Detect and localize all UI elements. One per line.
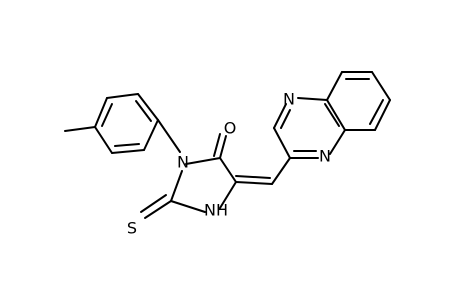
tolyl-bond-3 (143, 119, 159, 151)
qx-n4-c4a-bond (297, 97, 328, 101)
tolyl-bond-5 (94, 126, 113, 154)
tolyl-bond-4-inner (114, 143, 140, 147)
qx-c4a-c5-bond (326, 71, 343, 101)
qx-c8a-n1-bond (329, 129, 346, 155)
tolyl-bond-1 (106, 93, 139, 99)
carbonyl-bond-b (213, 133, 221, 157)
tolyl-bond-6-inner (101, 103, 113, 127)
n3-c4-bond (185, 157, 221, 165)
thione-bond-b (140, 194, 167, 213)
vinyl-quinoxaline-bond (271, 157, 291, 185)
qx-c4a-c8a-bond (326, 99, 346, 131)
atom-labels: O N NH S N N (127, 90, 331, 238)
bonds (64, 71, 391, 219)
thione-bond-a (144, 200, 172, 219)
tolyl-bond-4 (111, 149, 145, 154)
exocyclic-bond-a (235, 181, 273, 185)
tolyl-bond-6 (94, 97, 108, 128)
n1-c2-bond (170, 200, 206, 213)
qx-c2-c3-bond (273, 127, 291, 159)
qx-c8a-c4a-bond-inner (324, 103, 340, 127)
qx-c6-c7-bond (371, 71, 391, 101)
nh-label: NH (204, 201, 228, 220)
tolyl-bond-2 (137, 93, 159, 121)
tolyl-bond-2-inner (135, 100, 152, 122)
carbonyl-bond-a (219, 135, 227, 159)
c4-c5-bond (219, 157, 237, 183)
thione-sulfur-label: S (127, 219, 137, 238)
quinoxaline-n-top-label: N (283, 90, 295, 109)
quinoxaline-n-bottom-label: N (319, 147, 331, 166)
qx-c7-c8-bond (374, 99, 391, 131)
c2-n3-bond (170, 170, 183, 202)
qx-c3-n4-bond-inner (280, 109, 291, 129)
qx-c7-c8-bond-inner (369, 99, 384, 125)
methyl-bond (64, 126, 96, 132)
n3-label: N (177, 153, 189, 172)
exocyclic-bond-b (235, 175, 271, 179)
aryl-n3-bond (157, 119, 181, 153)
c5-n1-bond (219, 181, 237, 209)
carbonyl-oxygen-label: O (224, 119, 237, 138)
qx-c3-n4-bond (273, 103, 287, 129)
